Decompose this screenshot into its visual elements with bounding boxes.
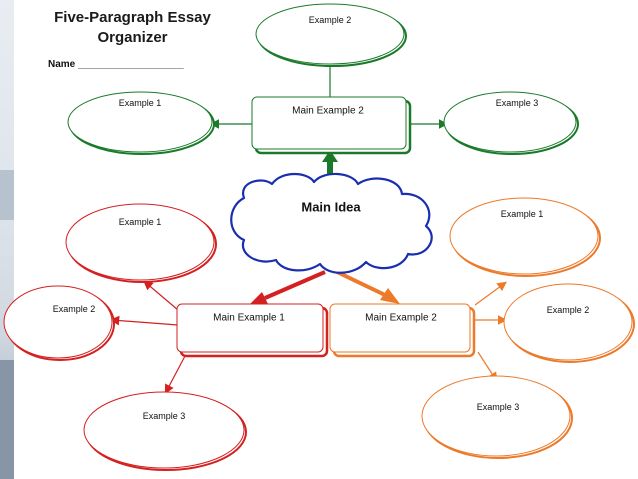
page-title: Five-Paragraph Essay Organizer — [54, 9, 211, 46]
main-example-box-left — [176, 303, 329, 358]
example-ellipse-right-3 — [421, 375, 573, 459]
example-ellipse-right-1 — [449, 197, 601, 277]
left-edge-strip — [0, 0, 14, 479]
example-ellipse-top-right — [443, 91, 579, 155]
main-example-box-top — [251, 96, 412, 155]
main-idea-cloud — [230, 172, 433, 274]
example-ellipse-left-2 — [3, 285, 115, 361]
orange-connectors — [334, 269, 508, 383]
arrowhead — [322, 150, 338, 162]
strip-block — [0, 360, 14, 479]
example-left-1-label: Example 1 — [118, 217, 162, 227]
example-right-1-label: Example 1 — [500, 209, 544, 219]
main-example-right-label: Main Example 2 — [365, 312, 437, 324]
example-top-left-label: Example 1 — [118, 98, 162, 108]
example-top-label: Example 2 — [308, 15, 352, 25]
connector-line — [474, 281, 507, 306]
example-left-3-label: Example 3 — [142, 411, 186, 421]
example-left-2-label: Example 2 — [52, 304, 96, 314]
main-example-left-label: Main Example 1 — [213, 312, 285, 324]
connector-line — [164, 355, 186, 395]
example-ellipse-left-1 — [65, 203, 217, 283]
example-ellipse-top — [255, 3, 407, 67]
arrowhead — [380, 288, 400, 304]
main-example-box-right — [329, 303, 476, 358]
connector-line — [477, 351, 498, 383]
strip-block — [0, 170, 14, 220]
connector-line — [143, 280, 179, 311]
example-ellipse-right-2 — [503, 283, 635, 363]
main-example-top-label: Main Example 2 — [292, 105, 364, 117]
name-field[interactable]: Name ___________________ — [48, 59, 184, 70]
example-right-2-label: Example 2 — [546, 305, 590, 315]
arrowhead — [248, 292, 268, 306]
example-ellipse-top-left — [67, 91, 215, 155]
example-ellipse-left-3 — [83, 391, 247, 471]
connector-line — [109, 315, 179, 326]
example-right-3-label: Example 3 — [476, 402, 520, 412]
example-top-right-label: Example 3 — [495, 98, 539, 108]
red-connectors — [109, 270, 326, 395]
main-idea-label: Main Idea — [301, 199, 361, 215]
